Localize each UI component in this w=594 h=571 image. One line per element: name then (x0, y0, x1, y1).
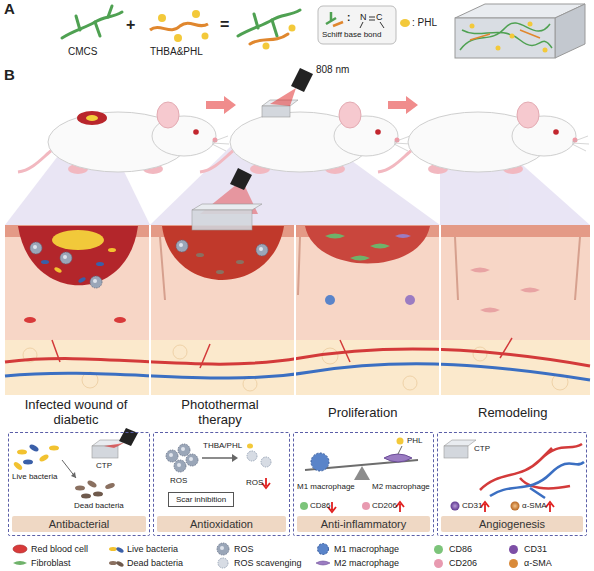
legend-swatch (509, 559, 518, 568)
infected-wound (18, 226, 138, 323)
label-text: A (4, 0, 15, 17)
label-text: Remodeling (478, 406, 547, 421)
label-text: CD31 (462, 501, 482, 510)
label-text: ROS (170, 476, 187, 485)
legend-text: Fibroblast (31, 557, 71, 569)
progress-arrows (206, 96, 418, 114)
label-text: CD206 (372, 501, 397, 510)
laser (270, 68, 313, 106)
angiogenesis-icons (444, 440, 584, 512)
panel-title: Antibacterial (12, 516, 146, 532)
legend-swatch (509, 545, 518, 554)
label-text: CMCS (68, 46, 97, 58)
label-text: PHL (407, 436, 423, 445)
label-text: 808 nm (316, 64, 349, 76)
schiff-base-box (318, 6, 396, 44)
panel-title: Angiogenesis (441, 516, 583, 532)
label-text: Dead bacteria (74, 501, 124, 510)
phl-symbol (400, 19, 410, 27)
label-text: Proliferation (328, 406, 397, 421)
cd86-dot (300, 502, 308, 510)
legend-text: CD31 (524, 543, 547, 555)
label-text: C (376, 12, 383, 22)
legend-swatch (434, 559, 443, 568)
macrophage-balance (305, 438, 418, 513)
note-box: Scar inhibition (168, 492, 234, 507)
label-text: = (220, 16, 229, 34)
label-text: + (126, 16, 135, 34)
label-text: THBA&PHL (150, 46, 203, 58)
dashed-panel: Antibacterial (8, 432, 150, 536)
thba-phl-molecule (150, 10, 209, 42)
label-text: CD86 (310, 501, 330, 510)
legend-text: ROS scavenging (234, 557, 302, 569)
mouse (378, 102, 589, 174)
note-text: Scar inhibition (169, 493, 233, 506)
legend-text: α-SMA (524, 557, 552, 569)
mouse (200, 102, 411, 174)
label-text: Schiff base bond (322, 30, 381, 39)
legend-swatch (434, 545, 443, 554)
legend-text: Live bacteria (127, 543, 178, 555)
skin-section (5, 225, 590, 395)
label-text: N (360, 12, 367, 22)
label-text: Photothermal therapy (170, 398, 270, 428)
dashed-panel: Anti-inflammatory (293, 432, 434, 536)
legend-text: M2 macrophage (334, 557, 399, 569)
legend-text: Red blood cell (31, 543, 88, 555)
label-text: Live bacteria (12, 472, 57, 481)
label-text: M1 macrophage (297, 482, 355, 491)
legend-icons (13, 543, 330, 568)
legend-text: M1 macrophage (334, 543, 399, 555)
label-text: Infected wound of diabetic (22, 398, 130, 428)
label-text: CTP (474, 444, 490, 453)
bacteria-icons (13, 428, 138, 499)
wound (77, 111, 107, 125)
label-text: ROS (246, 478, 263, 487)
label-text: : (347, 12, 350, 24)
mouse (18, 102, 229, 174)
remodeling-skin (470, 268, 540, 313)
ros-icons (166, 444, 271, 489)
legend-text: ROS (234, 543, 254, 555)
proliferation-wound (305, 226, 430, 305)
hydrogel-block (455, 4, 585, 58)
legend-text: CD206 (449, 557, 477, 569)
cmcs-polymer (62, 6, 122, 38)
panel-title: Anti-inflammatory (297, 516, 430, 532)
panel-title: Antioxidation (157, 516, 286, 532)
dashed-panel: Angiogenesis (437, 432, 587, 536)
label-text: M2 macrophage (372, 482, 430, 491)
photothermal-wound (162, 168, 284, 280)
cd206-dot (362, 502, 370, 510)
label-text: B (4, 66, 15, 83)
label-text: : PHL (412, 17, 437, 29)
label-text: THBA/PHL (203, 441, 242, 450)
dashed-panel: Antioxidation Scar inhibition (153, 432, 290, 536)
legend-text: CD86 (449, 543, 472, 555)
label-text: CTP (96, 461, 112, 470)
legend-text: Dead bacteria (127, 557, 183, 569)
crosslinked-network (238, 10, 300, 50)
label-text: α-SMA (522, 501, 547, 510)
